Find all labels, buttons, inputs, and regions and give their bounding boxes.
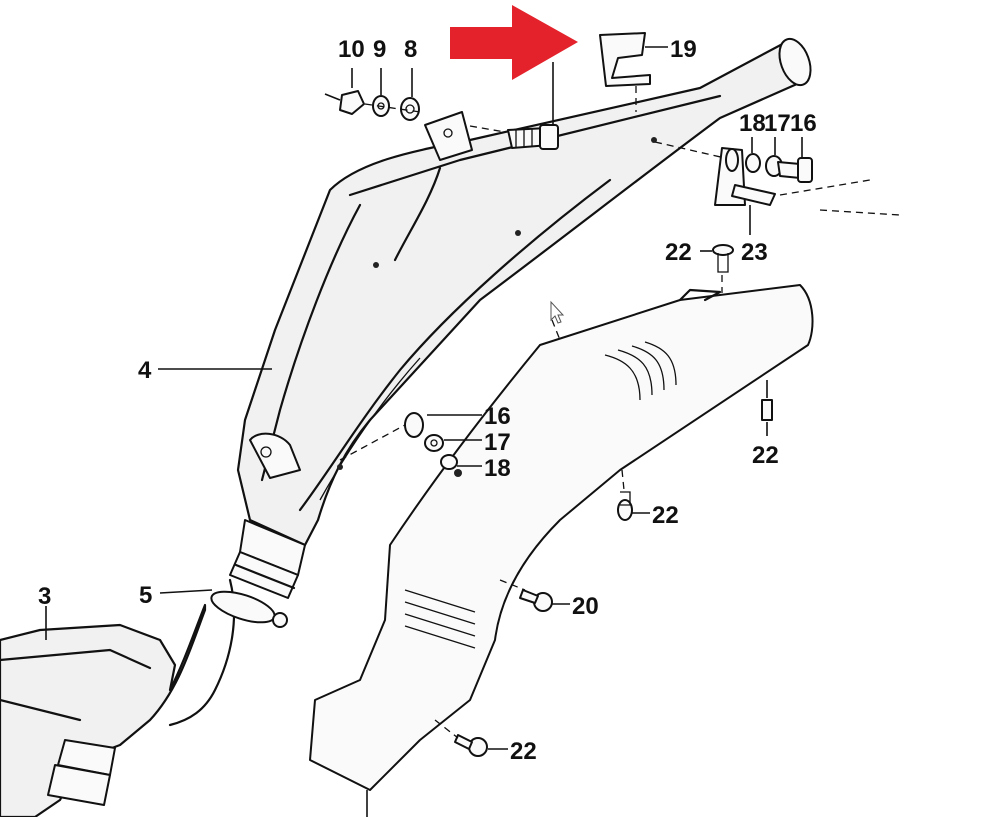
- mouse-cursor-icon: [550, 300, 565, 324]
- label-10: 10: [338, 36, 365, 63]
- label-17-top: 17: [764, 110, 791, 137]
- label-8: 8: [404, 36, 417, 63]
- leader-lines: [45, 46, 901, 817]
- part-labels: 10 9 8 19 18 17 16 22 23 4 16 17 18 22 2…: [38, 36, 817, 765]
- clamp: [210, 590, 288, 628]
- label-17-mid: 17: [484, 429, 511, 456]
- label-18-mid: 18: [484, 455, 511, 482]
- label-16-top: 16: [790, 110, 817, 137]
- label-18-top: 18: [739, 110, 766, 137]
- label-22-a: 22: [665, 239, 692, 266]
- label-23: 23: [741, 239, 768, 266]
- label-4: 4: [138, 357, 152, 384]
- label-22-d: 22: [510, 738, 537, 765]
- label-20: 20: [572, 593, 599, 620]
- fasteners: [339, 32, 813, 757]
- label-16-mid: 16: [484, 403, 511, 430]
- red-arrow-icon: [450, 5, 578, 80]
- label-3: 3: [38, 583, 51, 610]
- header-pipe: [0, 578, 236, 817]
- label-5: 5: [139, 582, 152, 609]
- label-22-c: 22: [652, 502, 679, 529]
- label-19: 19: [670, 36, 697, 63]
- label-22-b: 22: [752, 442, 779, 469]
- label-9: 9: [373, 36, 386, 63]
